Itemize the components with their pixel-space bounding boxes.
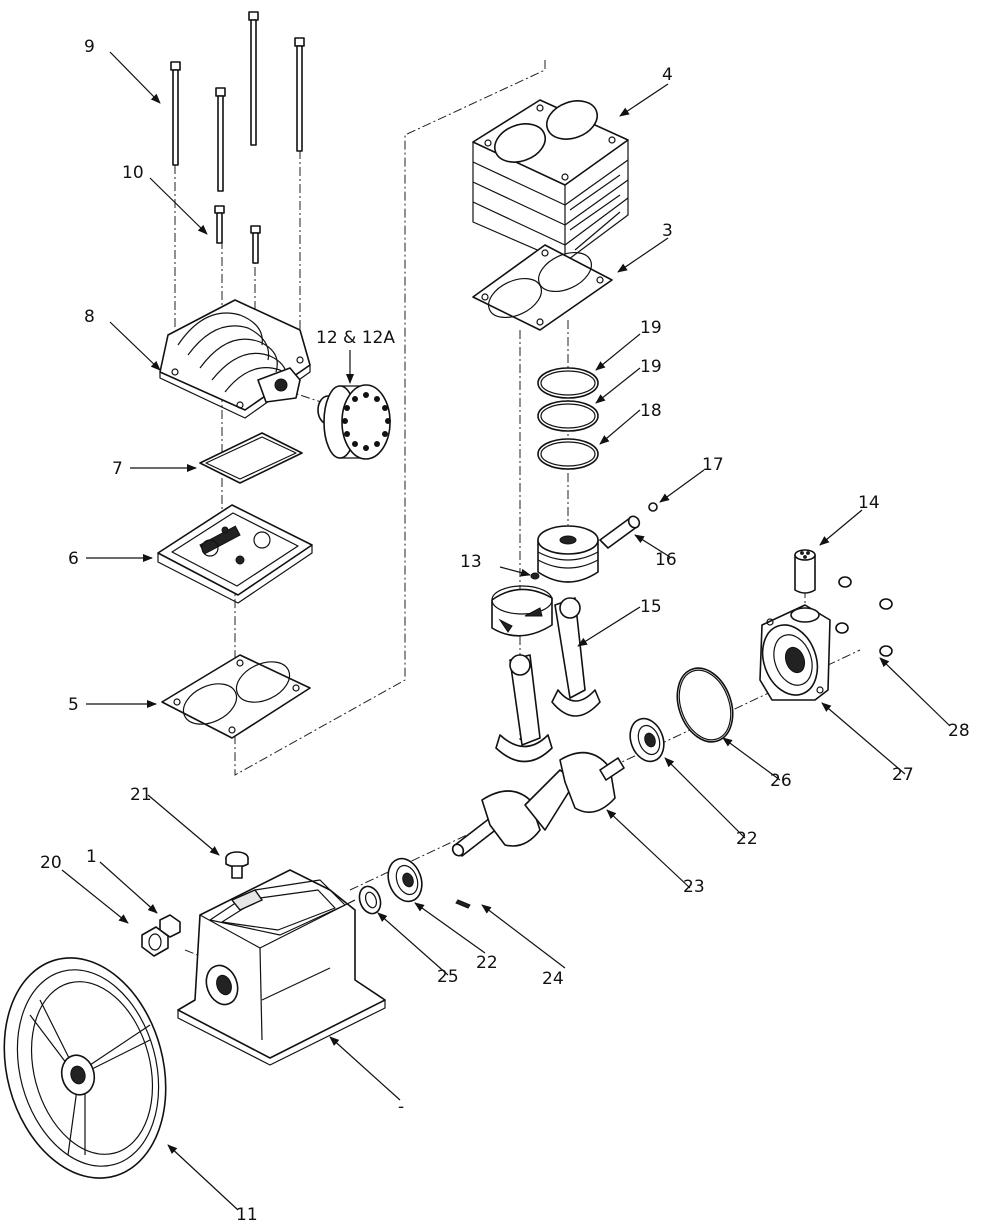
callout-28: 28 [948, 721, 970, 741]
second-piston [491, 585, 553, 637]
callout-23: 23 [683, 877, 705, 897]
piston [530, 525, 599, 583]
assembly-centerlines [174, 60, 861, 959]
callout-20: 20 [40, 853, 62, 873]
callout-labels: 9 10 8 12 & 12A 7 6 5 4 3 19 19 18 17 16… [40, 37, 970, 1225]
connecting-rods [495, 597, 601, 763]
head-bolt-short [214, 205, 261, 264]
callout-10: 10 [122, 163, 144, 183]
cylinder-block [472, 99, 629, 263]
callout-8: 8 [84, 307, 95, 327]
callout-21: 21 [130, 785, 152, 805]
callout-13: 13 [460, 552, 482, 572]
crank-key [455, 899, 471, 909]
cover-screws [835, 576, 893, 657]
callout-16: 16 [655, 550, 677, 570]
callout-22-front: 22 [476, 953, 498, 973]
oil-fill-plug [225, 851, 249, 879]
crankcase [177, 869, 386, 1066]
head-bolt-long [170, 11, 305, 192]
callout-1: 1 [86, 847, 97, 867]
callout-3: 3 [662, 221, 673, 241]
flywheel [3, 957, 167, 1179]
oil-seal [358, 885, 382, 915]
callout-12-12a: 12 & 12A [316, 328, 395, 348]
callout-17: 17 [702, 455, 724, 475]
callout-26: 26 [770, 771, 792, 791]
retaining-ring [648, 502, 658, 512]
callout-5: 5 [68, 695, 79, 715]
callout-11: 11 [236, 1205, 258, 1225]
callout-27: 27 [892, 765, 914, 785]
callout-18: 18 [640, 401, 662, 421]
callout-25: 25 [437, 967, 459, 987]
callout-24: 24 [542, 969, 564, 989]
callout-9: 9 [84, 37, 95, 57]
bearing-carrier [759, 604, 831, 701]
callout-14: 14 [858, 493, 880, 513]
piston-rings [537, 367, 599, 470]
callout-7: 7 [112, 459, 123, 479]
air-filter [317, 384, 391, 460]
valve-gasket [199, 432, 303, 484]
main-bearing-rear [629, 717, 665, 763]
head-gasket [161, 654, 311, 739]
crankshaft [451, 751, 625, 857]
wrist-pin [599, 515, 641, 549]
callout-crankcase: - [398, 1097, 404, 1117]
breather-tube [794, 549, 816, 594]
cylinder-head [159, 299, 311, 419]
cover-o-ring [676, 667, 734, 743]
cylinder-gasket [472, 244, 613, 331]
leader-lines [61, 51, 951, 1211]
callout-22-rear: 22 [736, 829, 758, 849]
callout-4: 4 [662, 65, 673, 85]
main-bearing-front [387, 857, 423, 903]
callout-19-top: 19 [640, 318, 662, 338]
callout-6: 6 [68, 549, 79, 569]
callout-15: 15 [640, 597, 662, 617]
drain-nut [141, 926, 169, 957]
callout-19-bottom: 19 [640, 357, 662, 377]
valve-plate [157, 504, 313, 604]
